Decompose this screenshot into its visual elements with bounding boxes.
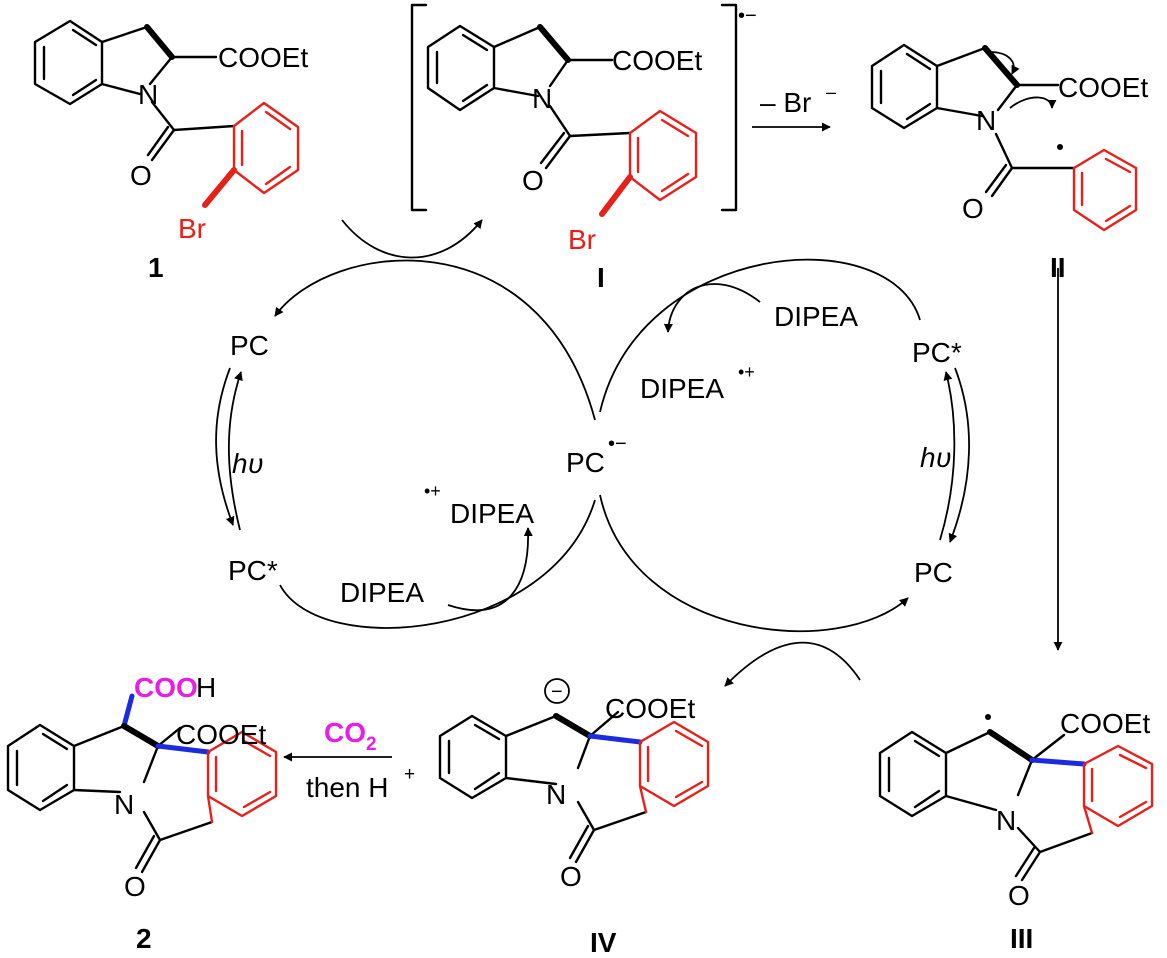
cII-nitrogen: N <box>976 105 996 136</box>
cIV-charge: − <box>551 681 563 703</box>
c2-coo-et: COOEt <box>176 719 266 750</box>
curved-arrow <box>663 283 761 333</box>
c2-acid-h: H <box>196 672 216 703</box>
dipea-right-out: DIPEA <box>640 373 724 404</box>
cI-coo-et: COOEt <box>612 45 702 76</box>
pc-bottom-right: PC <box>914 557 953 588</box>
dipea-left-out: DIPEA <box>450 498 534 529</box>
equilibrium-arrow <box>215 367 235 526</box>
center-pc: PC •− <box>566 433 627 478</box>
bromide-loss-sup: – <box>826 82 836 102</box>
c2-acid-colored: COO <box>134 672 198 703</box>
dipea-left-in: DIPEA <box>340 577 424 608</box>
cI-charge: •− <box>738 5 757 27</box>
intermediate-III: COOEt N O III <box>878 708 1154 954</box>
carbanion-charge-icon <box>544 678 570 704</box>
cIV-coo-et: COOEt <box>605 693 695 724</box>
curved-arrow <box>599 494 909 632</box>
equilibrium-arrow <box>948 367 970 543</box>
c1-bromine: Br <box>178 213 206 244</box>
dipea-right-in: DIPEA <box>774 301 858 332</box>
cII-coo-et: COOEt <box>1058 72 1148 103</box>
hv-left-h: h <box>232 448 248 479</box>
cIII-nitrogen: N <box>996 805 1016 836</box>
cI-nitrogen: N <box>532 83 552 114</box>
label-intermediate-IV: IV <box>590 927 617 958</box>
hv-left-v: υ <box>248 448 263 479</box>
cI-bromine: Br <box>568 224 596 255</box>
cIV-oxygen: O <box>560 861 582 892</box>
then-h-label: then H <box>306 772 389 803</box>
dipea-right-out-sup: •+ <box>738 362 755 382</box>
hv-right-h: h <box>920 442 936 473</box>
pc-radical-anion: PC <box>566 447 605 478</box>
label-intermediate-I: I <box>597 262 605 293</box>
label-product-2: 2 <box>136 923 152 954</box>
curved-arrow <box>279 499 596 629</box>
curved-arrow <box>274 259 596 421</box>
dipea-left-out-sup: •+ <box>424 481 441 501</box>
curved-arrow <box>724 641 861 687</box>
pc-radical-anion-charge: •− <box>608 433 627 455</box>
label-intermediate-III: III <box>1010 923 1033 954</box>
c1-nitrogen: N <box>138 79 158 110</box>
cII-oxygen: O <box>962 193 984 224</box>
equilibrium-arrow <box>939 371 956 541</box>
compound-1: COOEt N O Br 1 <box>33 19 308 283</box>
intermediate-I: COOEt N O Br •− I <box>410 3 757 293</box>
then-h-sup: + <box>404 764 415 785</box>
c2-oxygen: O <box>124 871 146 902</box>
c2-nitrogen: N <box>114 789 134 820</box>
label-intermediate-II: II <box>1050 252 1066 283</box>
c1-oxygen: O <box>130 160 152 191</box>
co2-subscript: 2 <box>366 734 377 755</box>
curved-arrow <box>341 219 483 259</box>
curved-arrow <box>447 527 533 612</box>
hv-right-v: υ <box>936 442 951 473</box>
pc-star-left: PC* <box>228 555 278 586</box>
equilibrium-arrow <box>228 371 243 531</box>
cIII-coo-et: COOEt <box>1060 708 1150 739</box>
cycle-left: PC h υ PC* DIPEA •+ DIPEA <box>215 219 596 629</box>
step-bromide-loss: – Br – <box>752 82 836 132</box>
cycle-right: DIPEA DIPEA •+ PC* h υ PC <box>599 258 970 687</box>
cIII-oxygen: O <box>1008 880 1030 911</box>
cIV-nitrogen: N <box>546 779 566 810</box>
intermediate-II: COOEt N O II <box>870 43 1148 283</box>
step-carboxylation: CO 2 then H + <box>283 717 415 803</box>
curved-arrow <box>599 258 921 413</box>
co2-label: CO <box>324 717 366 748</box>
cI-oxygen: O <box>522 165 544 196</box>
product-2: COO H COOEt N O 2 <box>6 672 278 954</box>
pc-star-right: PC* <box>912 337 962 368</box>
intermediate-IV: − COOEt N O IV <box>438 678 710 958</box>
c1-coo-et: COOEt <box>218 42 308 73</box>
pc-top-left: PC <box>230 330 269 361</box>
label-compound-1: 1 <box>148 252 164 283</box>
bromide-loss-label: – Br <box>760 87 811 118</box>
